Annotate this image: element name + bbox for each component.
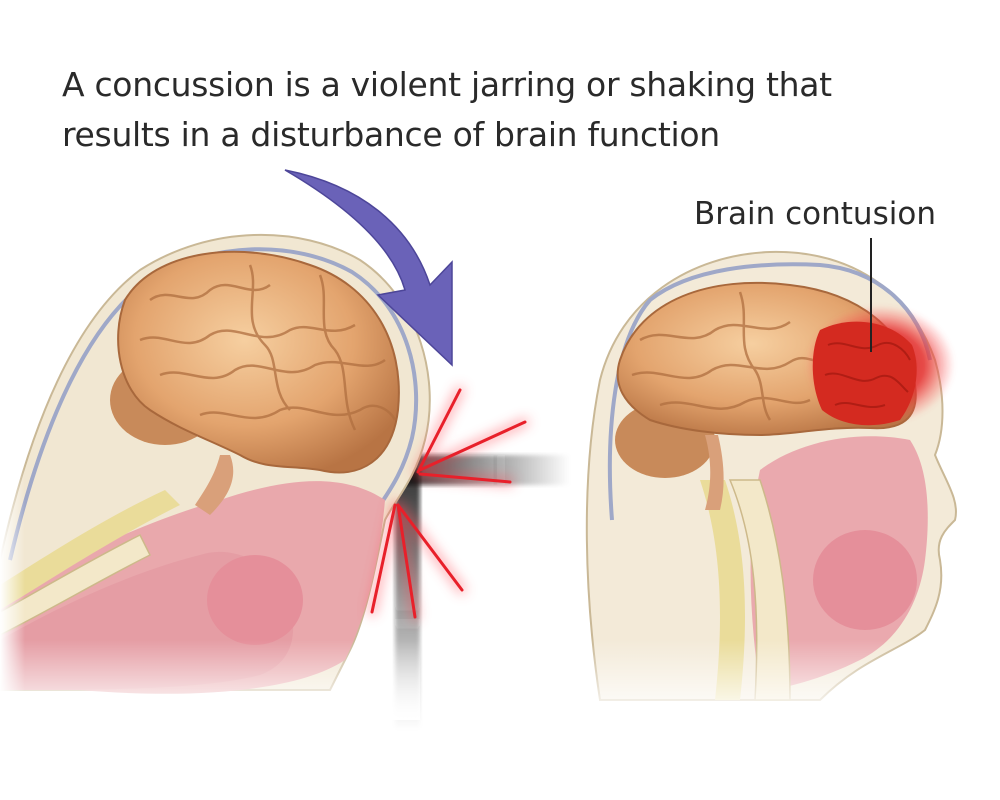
impact-lines	[368, 386, 529, 621]
brain-contusion-label: Brain contusion	[694, 196, 936, 232]
left-head-figure	[0, 233, 570, 730]
caption-line-1: A concussion is a violent jarring or sha…	[62, 65, 832, 104]
caption-line-2: results in a disturbance of brain functi…	[62, 115, 720, 154]
right-head-figure	[580, 238, 960, 720]
caption: A concussion is a violent jarring or sha…	[62, 60, 832, 160]
impact-arrow-icon	[284, 169, 453, 367]
